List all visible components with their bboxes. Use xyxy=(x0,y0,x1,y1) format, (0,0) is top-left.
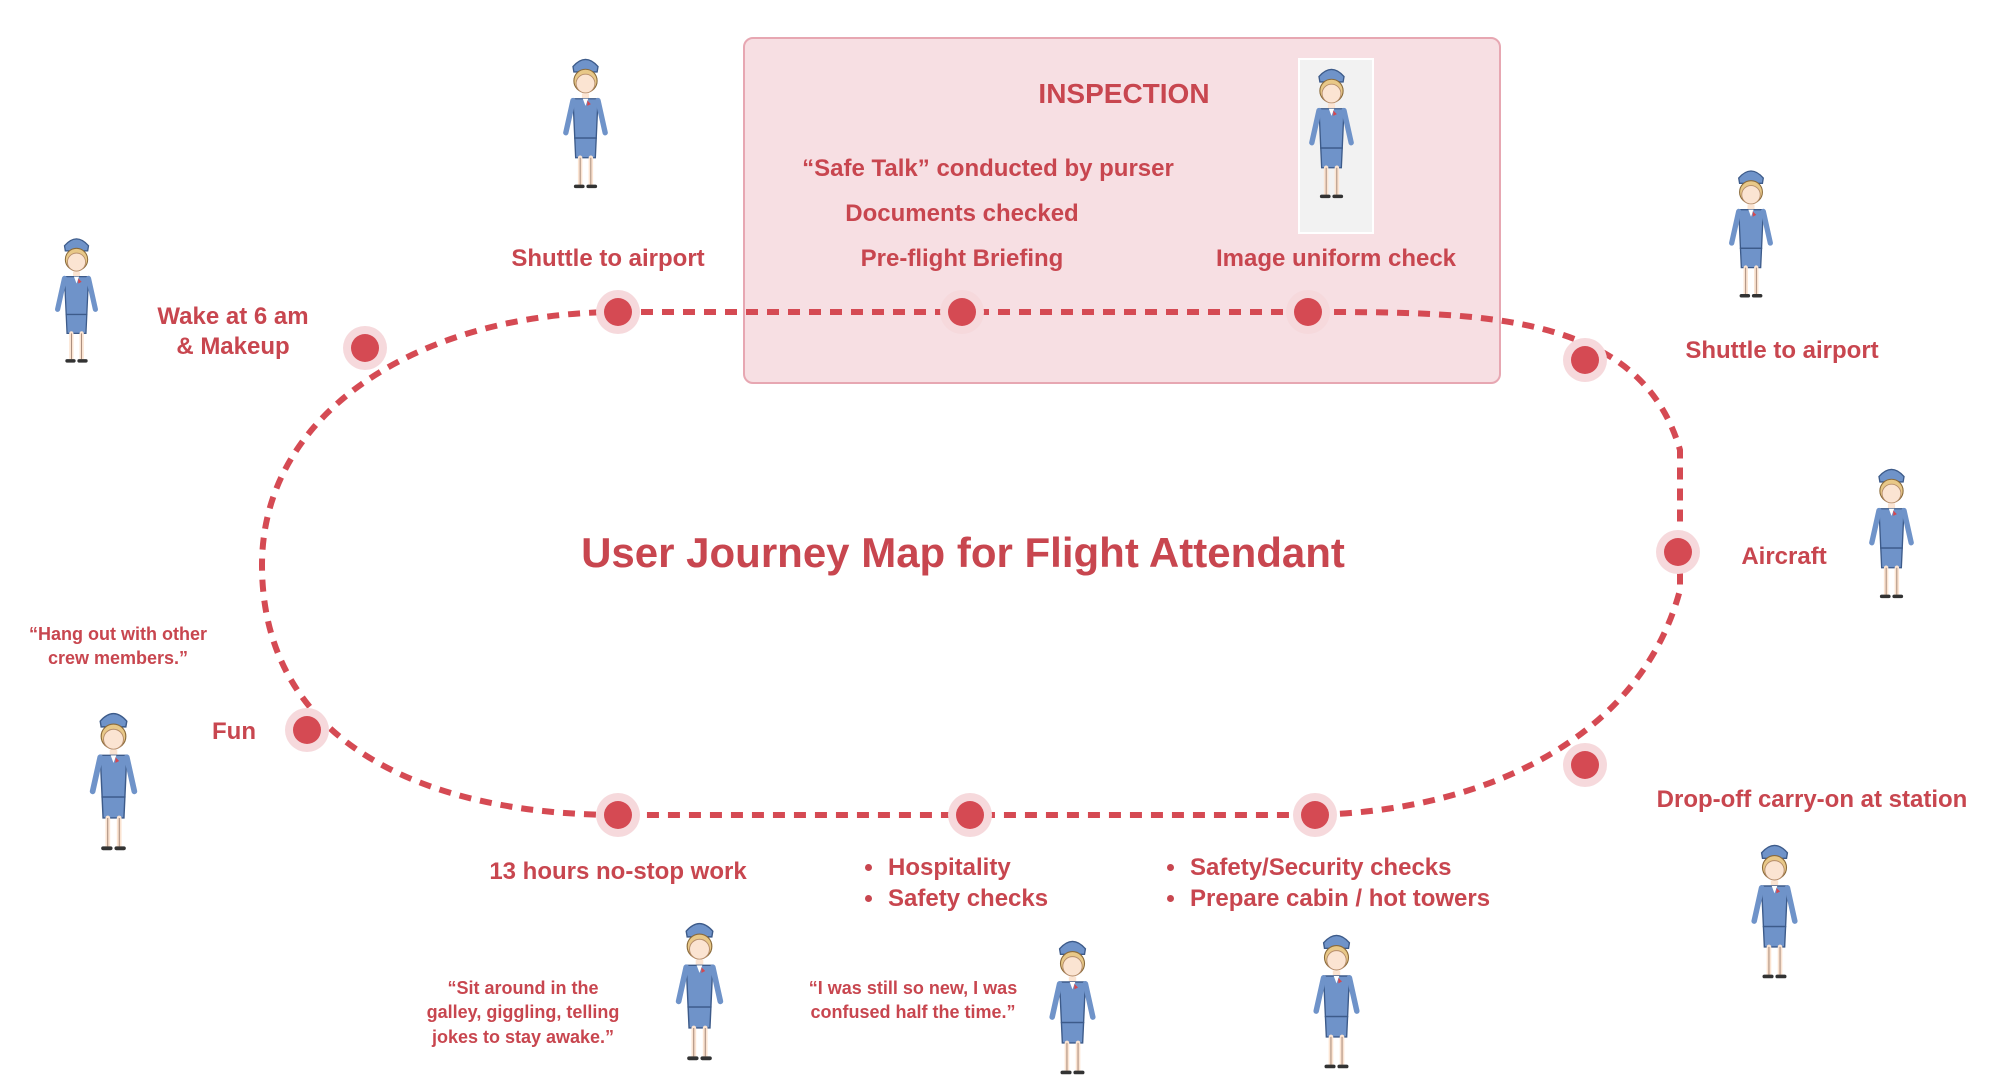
flight-attendant-shuttle-2 xyxy=(1729,170,1773,298)
inspection-item-safe-talk: “Safe Talk” conducted by purser xyxy=(802,155,1174,182)
prep-bullets: Safety/Security checks Prepare cabin / h… xyxy=(1162,852,1490,914)
flight-attendant-shuttle-1 xyxy=(563,58,608,189)
marker-prep xyxy=(1301,801,1329,829)
flight-attendant-prep xyxy=(1313,934,1360,1069)
stage-label-fun: Fun xyxy=(212,718,256,745)
flight-attendant-uniform-check xyxy=(1309,68,1354,199)
inspection-item-uniform: Image uniform check xyxy=(1215,245,1457,272)
bullet-prepare-cabin: Prepare cabin / hot towers xyxy=(1188,883,1490,914)
bullet-hospitality: Hospitality xyxy=(886,852,1048,883)
flight-attendant-fun xyxy=(89,712,138,851)
quote-new: “I was still so new, I was confused half… xyxy=(808,978,1018,1023)
stage-label-work: 13 hours no-stop work xyxy=(489,858,747,885)
flight-attendant-galley xyxy=(675,922,724,1061)
service-bullets: Hospitality Safety checks xyxy=(860,852,1048,914)
stage-label-dropoff: Drop-off carry-on at station xyxy=(1656,786,1968,813)
inspection-item-briefing: Pre-flight Briefing xyxy=(860,245,1064,272)
marker-work xyxy=(604,801,632,829)
quote-hang-out: “Hang out with other crew members.” xyxy=(29,624,207,669)
stage-label-aircraft: Aircraft xyxy=(1741,543,1827,570)
flight-attendant-service xyxy=(1049,940,1096,1075)
marker-shuttle-2 xyxy=(1571,346,1599,374)
quote-galley: “Sit around in the galley, giggling, tel… xyxy=(426,978,620,1047)
stage-label-shuttle-2: Shuttle to airport xyxy=(1685,337,1879,364)
bullet-safety-checks: Safety checks xyxy=(886,883,1048,914)
flight-attendant-aircraft xyxy=(1869,468,1914,599)
inspection-item-documents: Documents checked xyxy=(845,200,1079,227)
marker-shuttle-1 xyxy=(604,298,632,326)
diagram-title: User Journey Map for Flight Attendant xyxy=(581,529,1345,576)
stage-label-shuttle-1: Shuttle to airport xyxy=(511,245,705,272)
marker-wake xyxy=(351,334,379,362)
marker-briefing xyxy=(948,298,976,326)
marker-fun xyxy=(293,716,321,744)
flight-attendant-dropoff xyxy=(1751,844,1798,979)
marker-dropoff xyxy=(1571,751,1599,779)
inspection-panel xyxy=(743,37,1501,384)
bullet-security-checks: Safety/Security checks xyxy=(1188,852,1490,883)
marker-uniform xyxy=(1294,298,1322,326)
marker-aircraft xyxy=(1664,538,1692,566)
stage-label-wake: Wake at 6 am & Makeup xyxy=(157,303,309,360)
marker-service xyxy=(956,801,984,829)
inspection-heading: INSPECTION xyxy=(1038,78,1210,109)
flight-attendant-wake xyxy=(55,238,98,363)
